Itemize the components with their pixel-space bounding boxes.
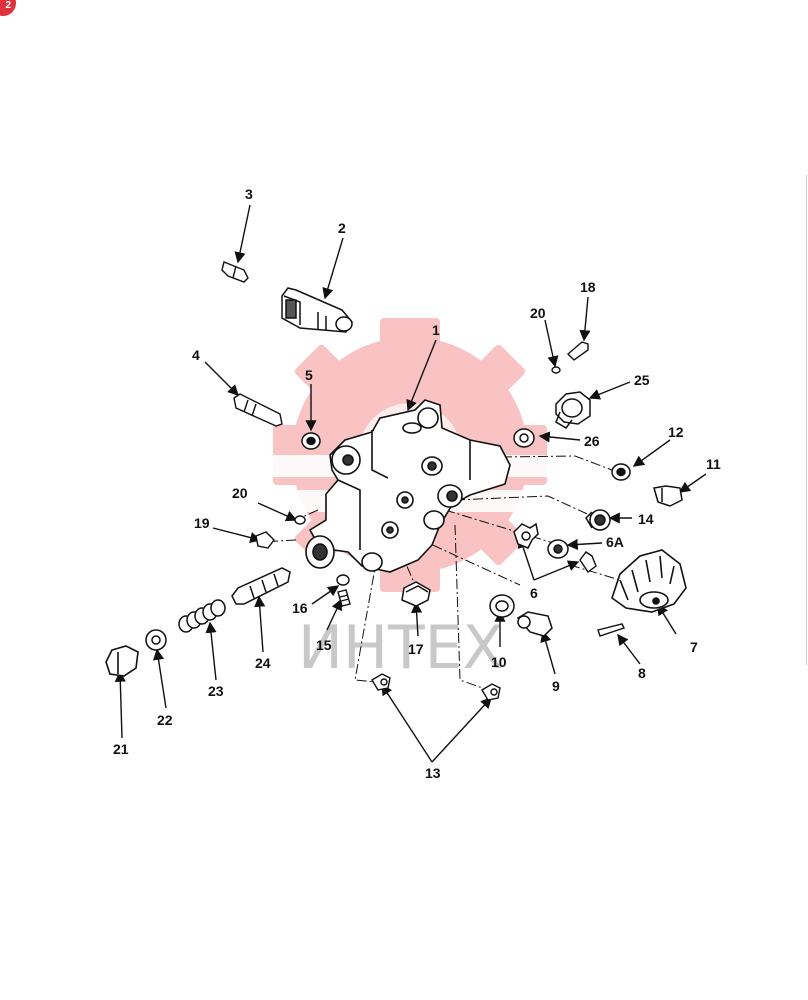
part-5-washer bbox=[301, 432, 321, 450]
callout-24: 24 bbox=[255, 655, 271, 671]
corner-badge-label: 2 bbox=[5, 0, 11, 11]
leader-lines bbox=[114, 204, 707, 763]
part-24-spool bbox=[231, 567, 291, 605]
corner-badge: 2 bbox=[0, 0, 16, 16]
part-14-sleeve bbox=[585, 509, 611, 531]
callout-25: 25 bbox=[634, 372, 650, 388]
callout-26: 26 bbox=[584, 433, 600, 449]
part-9-bolt bbox=[516, 611, 553, 637]
part-2-shaft bbox=[281, 287, 353, 333]
part-20-ring-left bbox=[294, 515, 306, 525]
part-17-seal bbox=[401, 581, 431, 607]
callout-21: 21 bbox=[113, 741, 129, 757]
callout-4: 4 bbox=[192, 347, 200, 363]
part-20-ring bbox=[551, 366, 561, 374]
callout-22: 22 bbox=[157, 712, 173, 728]
part-22-washer bbox=[145, 629, 167, 651]
part-25-fitting bbox=[555, 391, 591, 429]
callout-20-left: 20 bbox=[232, 485, 248, 501]
callout-14: 14 bbox=[638, 511, 654, 527]
callout-11: 11 bbox=[706, 456, 721, 472]
part-21-plug bbox=[105, 645, 139, 677]
callout-9: 9 bbox=[552, 678, 560, 694]
callout-7: 7 bbox=[690, 639, 698, 655]
page-edge-line bbox=[806, 175, 807, 665]
callout-6: 6 bbox=[530, 585, 538, 601]
part-23-spring bbox=[178, 599, 226, 633]
part-11-plug bbox=[653, 485, 683, 507]
callout-labels: 3 2 4 5 1 20 19 20 18 25 26 12 11 14 6A … bbox=[113, 186, 721, 781]
part-10-sleeve bbox=[489, 594, 515, 618]
part-7-knob bbox=[611, 549, 687, 613]
part-19-plug bbox=[255, 531, 275, 549]
callout-5: 5 bbox=[305, 367, 313, 383]
callout-18: 18 bbox=[580, 279, 596, 295]
callout-1: 1 bbox=[432, 322, 440, 338]
part-13-plug-right bbox=[481, 683, 501, 701]
callout-2: 2 bbox=[338, 220, 346, 236]
part-1-housing bbox=[305, 399, 511, 573]
callout-8: 8 bbox=[638, 665, 646, 681]
callout-19: 19 bbox=[194, 515, 210, 531]
part-8-pin bbox=[597, 623, 625, 637]
part-4-bolt bbox=[233, 393, 283, 427]
part-6-clip bbox=[513, 522, 539, 549]
part-16-ring bbox=[336, 574, 350, 586]
part-3-pin bbox=[221, 261, 249, 283]
part-6-star-washer bbox=[579, 551, 597, 574]
callout-12: 12 bbox=[668, 424, 684, 440]
callout-10: 10 bbox=[491, 654, 507, 670]
callout-3: 3 bbox=[245, 186, 253, 202]
part-12-washer bbox=[611, 463, 631, 481]
callout-6a: 6A bbox=[606, 534, 624, 550]
callout-20-right: 20 bbox=[530, 305, 546, 321]
callout-17: 17 bbox=[408, 641, 424, 657]
callout-16: 16 bbox=[292, 600, 308, 616]
part-15-setscrew bbox=[337, 589, 351, 607]
watermark-text: ИНТЕХ bbox=[298, 613, 504, 683]
part-13-plug-left bbox=[371, 673, 391, 691]
part-6a-washer bbox=[547, 539, 569, 559]
part-18-screw bbox=[566, 341, 589, 361]
callout-23: 23 bbox=[208, 683, 224, 699]
callout-13: 13 bbox=[425, 765, 441, 781]
callout-15: 15 bbox=[316, 637, 332, 653]
part-26-washer bbox=[513, 428, 535, 448]
